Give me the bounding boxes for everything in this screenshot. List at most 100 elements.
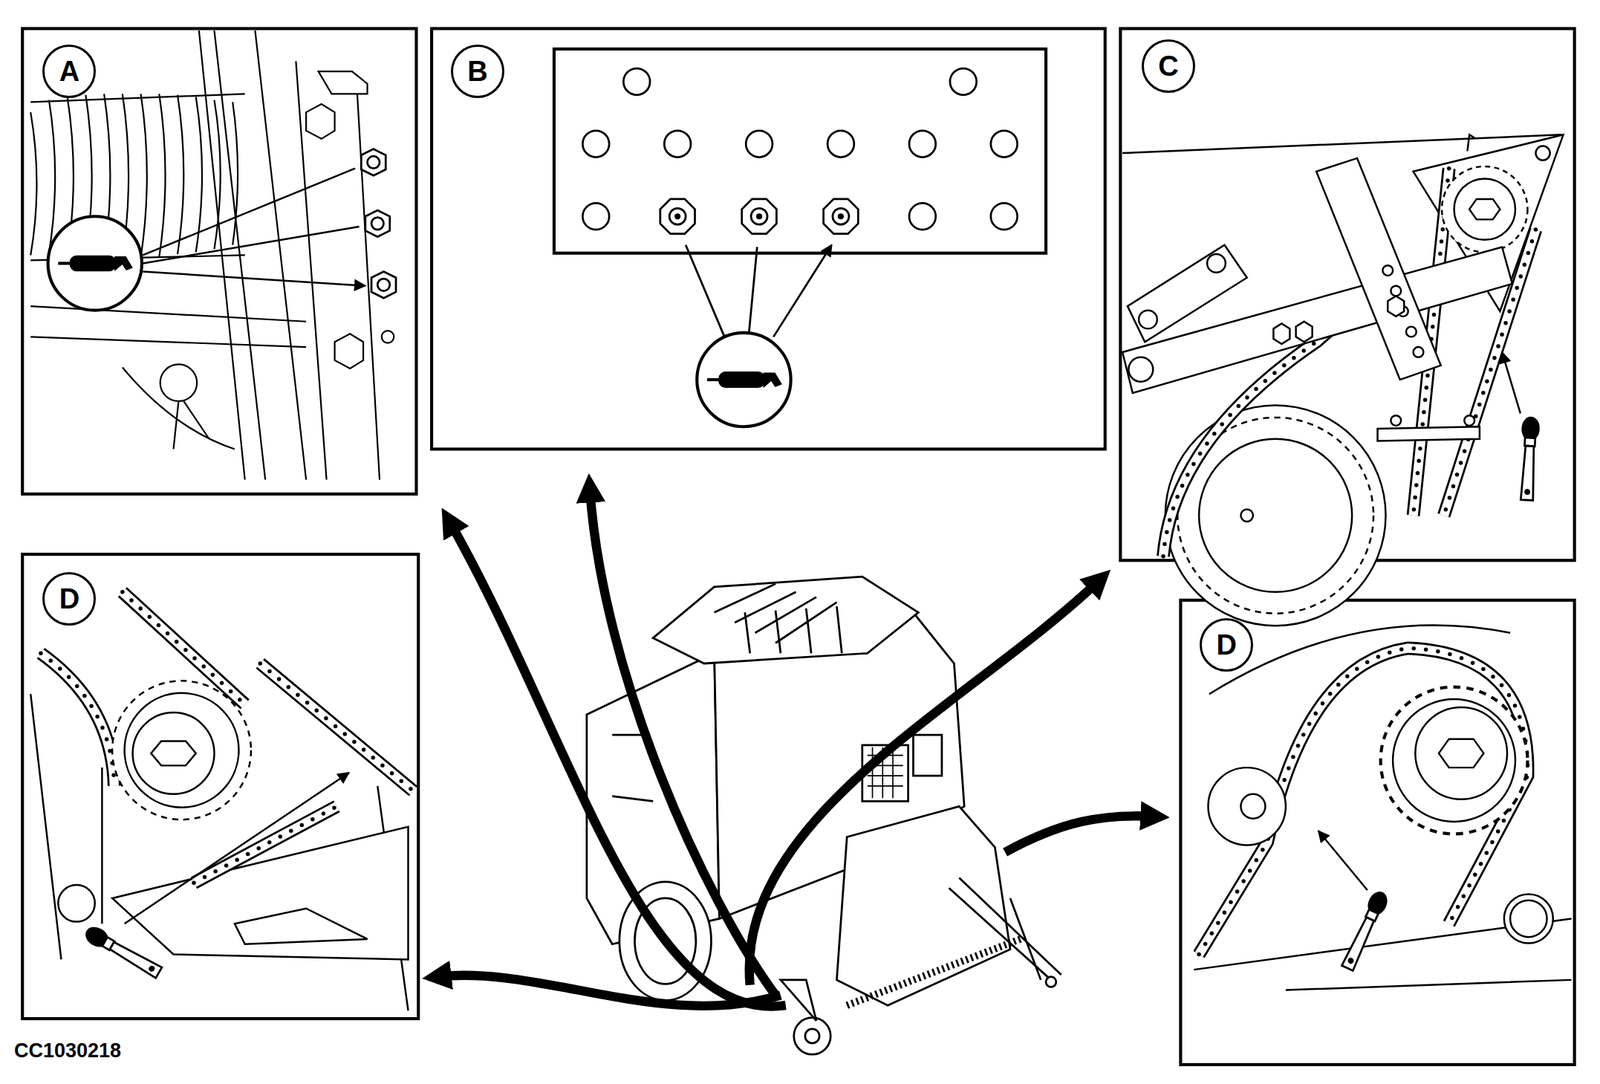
panel-b-drawing [832, 207, 850, 225]
panel-d-left-drawing [132, 712, 215, 795]
panel-d-right-drawing [1198, 647, 1528, 954]
baler-machine [846, 938, 1021, 1006]
panel-c-drawing [1441, 166, 1528, 252]
panel-letter-circle: C [1141, 39, 1196, 93]
baler-machine [745, 606, 843, 653]
panel-b-drawing [554, 49, 1046, 427]
location-arrow [436, 975, 781, 1006]
panel-d-left-drawing [40, 592, 413, 884]
panel-c-drawing [1273, 323, 1290, 344]
panel-a-drawing [335, 333, 364, 369]
panel-b-drawing [909, 202, 936, 230]
panel-d-left-drawing [234, 908, 368, 945]
panel-letter-circle: D [1199, 618, 1254, 672]
panel-b-drawing [750, 207, 768, 225]
panel-c-drawing [1406, 326, 1417, 338]
baler-machine [912, 734, 942, 776]
panel-b-drawing [660, 199, 696, 234]
panel-letter: C [1158, 51, 1179, 81]
panel-frame [22, 28, 416, 494]
panel-b-drawing [696, 332, 791, 427]
panel-c-drawing [1382, 265, 1393, 276]
baler-machine [805, 1028, 820, 1043]
panel-a-drawing [377, 278, 390, 291]
baler-machine [949, 877, 1062, 980]
panel-a-drawing [295, 60, 380, 480]
panel-d-left-drawing [124, 693, 240, 808]
panel-d-right-drawing [1392, 698, 1516, 822]
panel-d-left-drawing [112, 680, 252, 820]
panel-d-right-drawing [1380, 687, 1528, 835]
panel-a-drawing [30, 306, 307, 347]
panel-c-drawing [1501, 352, 1521, 413]
panel-c-drawing [1469, 199, 1500, 220]
panel-b-drawing [669, 207, 686, 225]
panel-a-drawing [381, 330, 394, 343]
panel-b-drawing [990, 130, 1018, 158]
panel-a-drawing [142, 168, 365, 286]
panel-b-drawing [990, 202, 1018, 230]
panel-c-drawing [1387, 295, 1404, 316]
panel-c-drawing [1316, 158, 1442, 380]
panel-a-drawing [367, 155, 380, 168]
panel-b-drawing [838, 214, 843, 219]
panel-a-drawing [361, 149, 396, 299]
panel-c-drawing [1122, 134, 1562, 154]
panel-c-drawing [1519, 416, 1540, 500]
panel-a-drawing [173, 401, 210, 450]
panel-d-left-drawing [40, 592, 413, 884]
panel-d-right-drawing [1438, 739, 1484, 768]
panel-frame [22, 28, 1575, 1064]
panel-b-drawing [827, 130, 855, 158]
panel-c-drawing [1296, 321, 1313, 342]
baler-machine [780, 979, 817, 1021]
panel-c-drawing [1240, 509, 1253, 522]
panel-b-drawing [950, 68, 977, 96]
panel-b-drawing [909, 130, 936, 158]
panel-letter: D [1215, 630, 1237, 659]
panel-d-right-drawing [1198, 647, 1528, 954]
panel-d-right-drawing [1240, 794, 1265, 819]
panel-c-drawing [1122, 134, 1563, 626]
panel-c-drawing [1138, 310, 1158, 330]
panel-b-drawing [756, 214, 761, 219]
panel-b-drawing [582, 202, 610, 230]
location-arrow [436, 488, 1156, 1007]
panel-b-drawing [582, 130, 610, 158]
panel-letter-circle: B [450, 44, 505, 99]
panel-frame [431, 28, 1106, 449]
panel-b-drawing [745, 130, 773, 158]
panel-c-drawing [1467, 134, 1475, 151]
panel-a-drawing [361, 149, 386, 177]
panel-b-drawing [623, 68, 650, 96]
panel-b-drawing [664, 130, 691, 158]
panel-b-drawing [554, 49, 1046, 254]
panel-d-left-drawing [83, 924, 163, 980]
panel-a-drawing [160, 363, 197, 401]
panel-a-drawing [199, 30, 307, 480]
panel-d-left-drawing [150, 740, 196, 766]
panel-letter-circle: A [42, 44, 96, 99]
panel-d-left-drawing [30, 592, 413, 1011]
panel-b-drawing [742, 199, 777, 234]
panel-c-drawing [1464, 415, 1475, 426]
baler-machine [794, 1017, 831, 1055]
panel-d-left-drawing [57, 884, 95, 922]
baler-machine [1045, 976, 1057, 988]
baler-machine [652, 576, 919, 664]
panel-a-drawing [365, 210, 390, 237]
panel-c-drawing [1207, 254, 1226, 273]
panel-d-right-drawing [1415, 707, 1508, 800]
location-arrow [589, 488, 776, 996]
panel-d-right-drawing [1340, 889, 1390, 971]
panel-frame [22, 554, 419, 1019]
panel-c-drawing [1390, 415, 1401, 426]
panel-d-right-drawing [1318, 830, 1368, 890]
panel-d-right-drawing [1504, 893, 1554, 943]
panel-c-drawing [1377, 426, 1480, 441]
panel-c-drawing [1198, 438, 1352, 593]
panel-d-right-drawing [1510, 900, 1547, 937]
